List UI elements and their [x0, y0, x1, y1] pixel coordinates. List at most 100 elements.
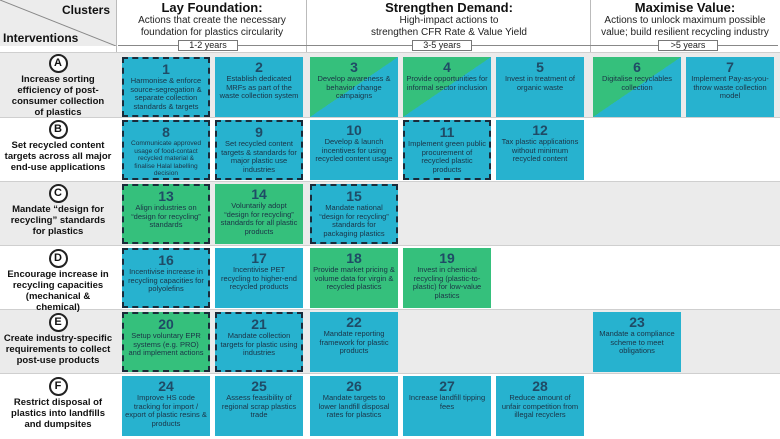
- cluster-lay-foundation: Lay Foundation: Actions that create the …: [118, 0, 306, 38]
- row-letter-circle: E: [48, 313, 68, 332]
- row-letter-circle: D: [48, 249, 68, 268]
- action-number: 22: [346, 314, 362, 330]
- row-letter-circle: C: [48, 184, 68, 203]
- row-label-text: Create industry-specific requirements to…: [3, 333, 113, 366]
- action-number: 10: [346, 122, 362, 138]
- action-number: 18: [346, 250, 362, 266]
- action-text: Develop & launch incentives for using re…: [315, 137, 393, 164]
- action-box-4: 4 Provide opportunities for informal sec…: [403, 57, 491, 117]
- action-box-8: 8 Communicate approved usage of food-con…: [122, 120, 210, 180]
- row-label-e: E Create industry-specific requirements …: [0, 313, 116, 366]
- action-number: 27: [439, 378, 455, 394]
- action-box-17: 17 Incentivise PET recycling to higher-e…: [215, 248, 303, 308]
- action-number: 25: [251, 378, 267, 394]
- action-box-12: 12 Tax plastic applications without mini…: [496, 120, 584, 180]
- action-number: 24: [158, 378, 174, 394]
- row-label-b: B Set recycled content targets across al…: [0, 120, 116, 173]
- action-number: 1: [162, 61, 170, 77]
- action-box-14: 14 Voluntarily adopt “design for recycli…: [215, 184, 303, 244]
- action-text: Mandate targets to lower landfill dispos…: [318, 393, 390, 420]
- row-divider: [0, 181, 780, 182]
- row-label-f: F Restrict disposal of plastics into lan…: [0, 377, 116, 430]
- action-text: Provide opportunities for informal secto…: [406, 74, 488, 92]
- action-number: 17: [251, 250, 267, 266]
- diagonal-divider: [0, 0, 116, 46]
- action-text: Set recycled content targets & standards…: [221, 139, 297, 174]
- action-box-15: 15 Mandate national “design for recyclin…: [310, 184, 398, 244]
- action-text: Develop awareness & behavior change camp…: [317, 74, 391, 101]
- action-box-27: 27 Increase landfill tipping fees: [403, 376, 491, 436]
- action-number: 6: [633, 59, 641, 75]
- action-number: 15: [346, 188, 362, 204]
- header-separator: [590, 0, 591, 52]
- action-box-20: 20 Setup voluntary EPR systems (e.g. PRO…: [122, 312, 210, 372]
- action-text: Invest in chemical recycling (plastic-to…: [412, 265, 482, 300]
- action-text: Digitalise recyclables collection: [601, 74, 673, 92]
- action-text: Mandate collection targets for plastic u…: [220, 331, 298, 358]
- row-label-d: D Encourage increase in recycling capaci…: [0, 249, 116, 313]
- action-text: Mandate reporting framework for plastic …: [319, 329, 389, 356]
- action-text: Implement green public procurement of re…: [408, 139, 486, 174]
- action-number: 3: [350, 59, 358, 75]
- cluster-title: Lay Foundation:: [161, 0, 263, 15]
- action-box-6: 6 Digitalise recyclables collection: [593, 57, 681, 117]
- cluster-title: Maximise Value:: [634, 0, 736, 15]
- action-number: 2: [255, 59, 263, 75]
- action-box-25: 25 Assess feasibility of regional scrap …: [215, 376, 303, 436]
- row-label-text: Restrict disposal of plastics into landf…: [11, 397, 105, 430]
- action-text: Assess feasibility of regional scrap pla…: [221, 393, 297, 420]
- row-divider: [0, 117, 780, 118]
- cluster-description: strengthen CFR Rate & Value Yield: [370, 26, 527, 38]
- row-divider: [0, 309, 780, 310]
- row-label-text: Encourage increase in recycling capaciti…: [7, 269, 109, 313]
- clusters-label: Clusters: [61, 3, 110, 17]
- action-text: Tax plastic applications without minimum…: [501, 137, 579, 164]
- action-text: Incentivise increase in recycling capaci…: [128, 267, 204, 294]
- action-text: Increase landfill tipping fees: [408, 393, 486, 411]
- action-text: Communicate approved usage of food-conta…: [130, 140, 201, 178]
- action-number: 21: [251, 316, 267, 332]
- row-letter-circle: A: [48, 54, 68, 73]
- cluster-description: Actions that create the necessary: [138, 15, 286, 26]
- action-text: Harmonise & enforce source-segregation &…: [130, 76, 202, 111]
- row-label-a: A Increase sorting efficiency of post-co…: [0, 54, 116, 118]
- row-label-text: Increase sorting efficiency of post-cons…: [11, 74, 105, 118]
- row-divider: [0, 245, 780, 246]
- action-number: 20: [158, 316, 174, 332]
- action-number: 14: [251, 186, 267, 202]
- action-box-1: 1 Harmonise & enforce source-segregation…: [122, 57, 210, 117]
- action-number: 16: [158, 252, 174, 268]
- cluster-description: Actions to unlock maximum possible: [604, 15, 766, 26]
- action-number: 19: [439, 250, 455, 266]
- action-text: Reduce amount of unfair competition from…: [501, 393, 579, 420]
- header-separator: [116, 0, 117, 52]
- action-text: Align industries on “design for recyclin…: [131, 203, 201, 230]
- years-badge: 3-5 years: [412, 40, 472, 51]
- action-box-10: 10 Develop & launch incentives for using…: [310, 120, 398, 180]
- action-box-22: 22 Mandate reporting framework for plast…: [310, 312, 398, 372]
- action-text: Improve HS code tracking for import / ex…: [125, 393, 207, 428]
- row-letter-circle: B: [48, 120, 68, 139]
- action-box-3: 3 Develop awareness & behavior change ca…: [310, 57, 398, 117]
- cluster-maximise-value: Maximise Value: Actions to unlock maximu…: [592, 0, 778, 38]
- action-text: Invest in treatment of organic waste: [504, 74, 576, 92]
- action-box-28: 28 Reduce amount of unfair competition f…: [496, 376, 584, 436]
- action-number: 7: [726, 59, 734, 75]
- cluster-description: foundation for plastics circularity: [140, 26, 284, 38]
- action-box-19: 19 Invest in chemical recycling (plastic…: [403, 248, 491, 308]
- action-number: 26: [346, 378, 362, 394]
- action-box-23: 23 Mandate a compliance scheme to meet o…: [593, 312, 681, 372]
- action-box-9: 9 Set recycled content targets & standar…: [215, 120, 303, 180]
- action-box-5: 5 Invest in treatment of organic waste: [496, 57, 584, 117]
- action-text: Establish dedicated MRFs as part of the …: [219, 74, 299, 101]
- action-number: 11: [439, 124, 455, 140]
- cluster-title: Strengthen Demand:: [385, 0, 513, 15]
- row-divider: [0, 52, 780, 53]
- cluster-description: High-impact actions to: [399, 15, 499, 26]
- years-badge: >5 years: [658, 40, 718, 51]
- header-separator: [306, 0, 307, 52]
- action-number: 28: [532, 378, 548, 394]
- action-box-11: 11 Implement green public procurement of…: [403, 120, 491, 180]
- row-label-c: C Mandate “design for recycling” standar…: [0, 184, 116, 237]
